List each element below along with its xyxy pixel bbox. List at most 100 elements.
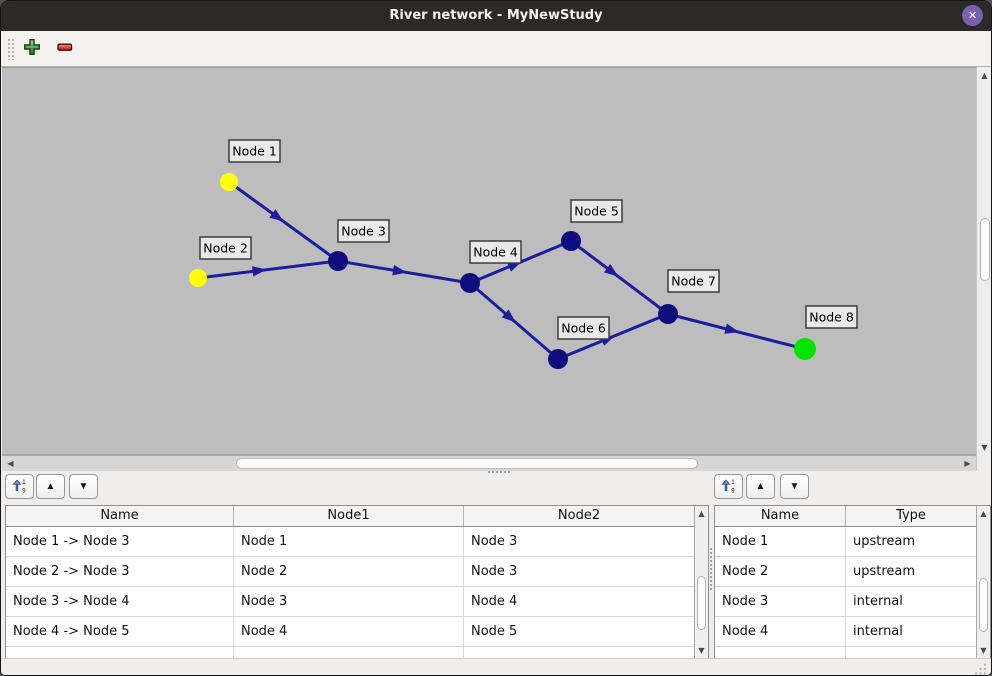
nodes-table-header: Name Type [715,506,976,527]
nodes-move-down-button[interactable]: ▼ [780,474,809,499]
links-table-header: Name Node1 Node2 [6,506,694,527]
node-label[interactable]: Node 2 [199,236,252,260]
scroll-up-icon[interactable]: ▲ [980,509,987,518]
nodes-table-scrollbar[interactable]: ▲ ▼ [976,506,990,658]
vertical-splitter-handle[interactable] [709,547,713,591]
flow-direction-arrow-icon [501,309,516,323]
table-row[interactable]: Node 3 internal [715,587,976,617]
graph-node[interactable] [460,273,480,293]
column-header-node2[interactable]: Node2 [557,508,601,523]
table-cell: Node 2 -> Node 3 [6,557,234,586]
table-cell [6,647,234,658]
graph-node[interactable] [548,349,568,369]
table-cell [846,647,976,658]
links-move-down-button[interactable]: ▼ [69,474,98,499]
scrollbar-corner [976,456,991,471]
triangle-down-icon: ▼ [789,481,800,492]
node-label[interactable]: Node 5 [570,199,623,223]
triangle-up-icon: ▲ [755,481,766,492]
triangle-down-icon: ▼ [78,481,89,492]
titlebar[interactable]: River network - MyNewStudy ✕ [1,1,991,31]
nodes-move-up-button[interactable]: ▲ [746,474,775,499]
svg-text:Node 7: Node 7 [671,274,716,289]
table-row-partial[interactable] [715,647,976,658]
table-cell: Node 2 [234,557,464,586]
table-cell: Node 1 -> Node 3 [6,527,234,556]
scroll-up-icon[interactable]: ▲ [981,71,988,80]
table-cell [715,647,846,658]
table-cell: Node 3 [234,587,464,616]
resize-grip[interactable] [974,660,988,675]
canvas-vertical-scrollbar[interactable]: ▲ ▼ [976,67,991,456]
close-button[interactable]: ✕ [962,5,983,26]
toolbar-drag-handle[interactable] [7,38,15,60]
status-bar [1,658,991,675]
table-cell: Node 4 [715,617,846,646]
table-scroll-thumb[interactable] [979,578,988,632]
graph-node[interactable] [658,304,678,324]
graph-node[interactable] [328,251,348,271]
flow-direction-arrow-icon [724,323,740,334]
scroll-down-icon[interactable]: ▼ [980,646,987,655]
nodes-sort-button[interactable]: 1 9 [714,474,743,499]
node-label[interactable]: Node 1 [228,139,281,163]
links-move-up-button[interactable]: ▲ [36,474,65,499]
links-table-scrollbar[interactable]: ▲ ▼ [694,506,708,658]
table-cell: internal [853,624,903,639]
flow-direction-arrow-icon [506,261,522,272]
node-label[interactable]: Node 3 [337,219,390,243]
canvas-horizontal-scrollbar[interactable]: ◀ ▶ [2,456,976,471]
vertical-scroll-thumb[interactable] [980,218,990,281]
table-cell: internal [853,594,903,609]
graph-node[interactable] [220,173,238,191]
window-title: River network - MyNewStudy [389,8,603,23]
scroll-left-icon[interactable]: ◀ [7,459,14,468]
table-row[interactable]: Node 4 internal [715,617,976,647]
scroll-up-icon[interactable]: ▲ [698,509,705,518]
river-edge[interactable] [197,259,339,280]
column-header-type[interactable]: Type [896,508,926,523]
table-scroll-thumb[interactable] [697,576,706,630]
table-cell: Node 1 [234,527,464,556]
table-cell: Node 3 [471,564,518,579]
horizontal-splitter-handle[interactable] [487,470,511,474]
node-label[interactable]: Node 4 [469,240,522,264]
triangle-up-icon: ▲ [45,481,56,492]
scroll-down-icon[interactable]: ▼ [981,443,988,452]
svg-text:Node 5: Node 5 [574,204,619,219]
graph-node[interactable] [189,269,207,287]
table-cell: Node 1 [715,527,846,556]
graph-node[interactable] [561,231,581,251]
node-label[interactable]: Node 7 [667,269,720,293]
column-header-name[interactable]: Name [715,506,846,526]
column-header-name[interactable]: Name [6,506,234,526]
add-button[interactable] [20,36,44,60]
river-edge[interactable] [570,239,669,316]
table-row-partial[interactable] [6,647,694,658]
scroll-right-icon[interactable]: ▶ [964,459,971,468]
column-header-node1[interactable]: Node1 [234,506,464,526]
remove-button[interactable] [53,36,77,60]
node-label[interactable]: Node 8 [805,305,858,329]
minus-icon [56,43,74,59]
flow-direction-arrow-icon [252,266,267,277]
svg-text:9: 9 [731,488,735,494]
svg-text:Node 4: Node 4 [473,245,518,260]
plus-icon [23,38,41,59]
table-cell: Node 3 [715,587,846,616]
node-label[interactable]: Node 6 [557,316,610,340]
svg-text:Node 2: Node 2 [203,241,248,256]
river-network-canvas[interactable]: Node 1 Node 2 Node 3 Node 4 Node 5 Node 6 Node… [2,67,976,456]
flow-direction-arrow-icon [603,264,619,277]
scroll-down-icon[interactable]: ▼ [698,646,705,655]
links-sort-button[interactable]: 1 9 [5,474,34,499]
graph-node[interactable] [794,338,816,360]
table-cell: Node 5 [471,624,518,639]
horizontal-scroll-thumb[interactable] [236,458,698,469]
